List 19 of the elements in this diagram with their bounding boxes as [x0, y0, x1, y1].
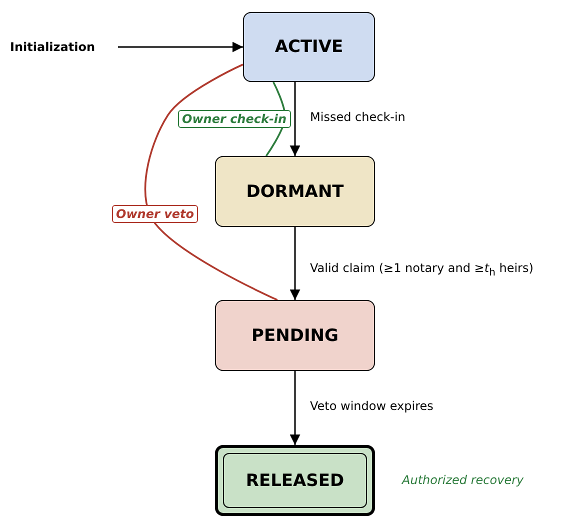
state-box	[215, 300, 375, 371]
state-label: ACTIVE	[274, 37, 344, 57]
arrow	[290, 371, 300, 445]
arrow	[118, 42, 243, 52]
edge-label: Veto window expires	[310, 399, 434, 413]
state-label: RELEASED	[246, 470, 344, 490]
final-state-box	[215, 445, 375, 516]
state-box	[215, 156, 375, 227]
edge-label: Valid claim (≥1 notary and ≥t$_{h}$ heirs)	[310, 261, 534, 278]
arrow	[290, 227, 300, 300]
state-box	[243, 12, 375, 82]
edge-label: Missed check-in	[310, 110, 406, 124]
edge-label: Owner check-in	[178, 110, 291, 128]
state-label: DORMANT	[246, 182, 344, 202]
state-label: PENDING	[252, 326, 338, 346]
arrow	[290, 82, 300, 156]
start-label: Initialization	[10, 40, 96, 54]
state-note: Authorized recovery	[402, 473, 524, 487]
edge-label: Owner veto	[112, 205, 198, 223]
